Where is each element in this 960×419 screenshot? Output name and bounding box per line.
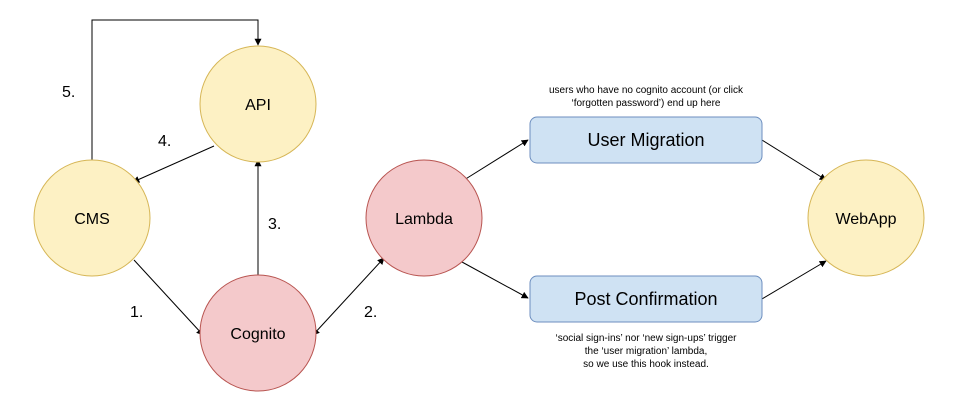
user-migration-label: User Migration [587, 130, 704, 150]
api-label: API [245, 97, 271, 114]
edge-lambda-to-user-migration [463, 139, 529, 181]
post-confirmation-box: Post Confirmation [529, 275, 763, 323]
lambda-node: Lambda [365, 159, 483, 277]
edge-user-migration-to-webapp [761, 139, 827, 181]
step-3-label: 3. [268, 216, 281, 233]
note-top-line-1: users who have no cognito account (or cl… [549, 85, 744, 96]
lambda-label: Lambda [395, 211, 453, 228]
note-top-line-2: ‘forgotten password’) end up here [572, 98, 721, 109]
user-migration-box: User Migration [529, 116, 763, 164]
step-4-label: 4. [158, 133, 171, 150]
webapp-node: WebApp [807, 159, 925, 277]
note-bottom-line-2: the ‘user migration’ lambda, [585, 346, 707, 357]
note-bottom-line-3: so we use this hook instead. [583, 359, 709, 370]
api-node: API [199, 45, 317, 163]
cms-label: CMS [74, 211, 110, 228]
edge-lambda-to-post-confirmation [461, 261, 529, 299]
user-migration-note: users who have no cognito account (or cl… [549, 85, 744, 109]
cms-node: CMS [33, 159, 151, 277]
note-bottom-line-1: ‘social sign-ins’ nor ‘new sign-ups’ tri… [555, 333, 737, 344]
edge-api-to-cms [132, 145, 215, 183]
post-confirmation-label: Post Confirmation [574, 289, 717, 309]
post-confirmation-note: ‘social sign-ins’ nor ‘new sign-ups’ tri… [555, 333, 737, 370]
step-2-label: 2. [364, 304, 377, 321]
edge-post-confirmation-to-webapp [761, 260, 827, 300]
edge-cms-to-cognito [133, 259, 204, 336]
cognito-node: Cognito [199, 274, 317, 392]
step-1-label: 1. [130, 304, 143, 321]
cognito-label: Cognito [230, 326, 285, 343]
edge-cognito-lambda [312, 257, 385, 336]
step-5-label: 5. [62, 84, 75, 101]
webapp-label: WebApp [835, 211, 896, 228]
edge-cms-to-api-loop [91, 19, 262, 160]
